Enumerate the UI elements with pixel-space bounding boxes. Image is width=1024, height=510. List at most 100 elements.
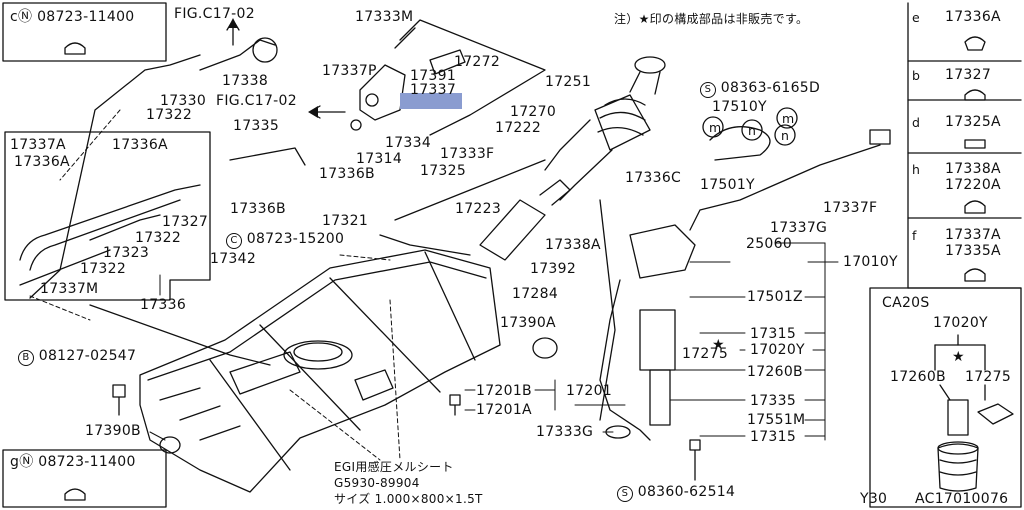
label-17335-a[interactable]: 17335: [233, 118, 280, 134]
label-17333M[interactable]: 17333M: [355, 9, 414, 25]
label-17315-a[interactable]: 17315: [750, 326, 797, 342]
label-17201[interactable]: 17201: [566, 383, 613, 399]
marker-s-08360: S: [617, 486, 633, 502]
label-17201B[interactable]: 17201B: [476, 383, 532, 399]
inset-part-17275[interactable]: 17275: [965, 369, 1012, 385]
legend-part-08723-bottom: 08723-11400: [38, 454, 136, 470]
legend-right-part-17336A[interactable]: 17336A: [945, 9, 1001, 25]
fig-ref-middle[interactable]: FIG.C17-02: [216, 93, 297, 109]
label-08127-02547[interactable]: B 08127-02547: [18, 349, 136, 366]
label-17010Y[interactable]: 17010Y: [843, 254, 898, 270]
label-17272[interactable]: 17272: [454, 54, 501, 70]
label-17390B[interactable]: 17390B: [85, 423, 141, 439]
label-17501Z[interactable]: 17501Z: [747, 289, 803, 305]
highlighted-part-marker: [400, 93, 462, 109]
hose-group-box: [4, 131, 211, 301]
label-17223[interactable]: 17223: [455, 201, 502, 217]
label-17336B[interactable]: 17336B: [319, 166, 375, 182]
label-17337P[interactable]: 17337P: [322, 63, 377, 79]
label-17333G[interactable]: 17333G: [536, 424, 594, 440]
callout-n-2: n: [748, 123, 757, 138]
inset-part-17260B[interactable]: 17260B: [890, 369, 946, 385]
label-17315-b[interactable]: 17315: [750, 429, 797, 445]
label-17501Y[interactable]: 17501Y: [700, 177, 755, 193]
hose-17335: [229, 147, 306, 166]
marker-b-08127: B: [18, 350, 34, 366]
label-17390A[interactable]: 17390A: [500, 315, 556, 331]
legend-right-part-17337A[interactable]: 17337A: [945, 227, 1001, 243]
legend-top-left: cⓃ 08723-11400: [10, 9, 135, 25]
label-17323[interactable]: 17323: [103, 245, 150, 261]
bracket-17391: [429, 49, 466, 75]
valve-17337P: [359, 64, 406, 121]
legend-right-part-17220A[interactable]: 17220A: [945, 177, 1001, 193]
label-08363-6165D[interactable]: S 08363-6165D: [700, 81, 820, 98]
egi-note-line3: サイズ 1.000×800×1.5T: [334, 492, 483, 506]
non-sale-note: 注）★印の構成部品は非販売です。: [614, 12, 809, 26]
label-17334[interactable]: 17334: [385, 135, 432, 151]
inset-part-17020Y[interactable]: 17020Y: [933, 315, 988, 331]
inset-box: [869, 287, 1022, 508]
label-17337M[interactable]: 17337M: [40, 281, 99, 297]
label-17330[interactable]: 17330: [160, 93, 207, 109]
label-17336A-left[interactable]: 17336A: [14, 154, 70, 170]
hose-17321: [379, 234, 471, 256]
label-17391[interactable]: 17391: [410, 68, 457, 84]
legend-right-marker-f: f: [912, 228, 917, 243]
label-17336B-left[interactable]: 17336B: [230, 201, 286, 217]
grommet-17390A: [532, 337, 558, 359]
label-17335-b[interactable]: 17335: [750, 393, 797, 409]
legend-box-bottom-left: [2, 449, 167, 508]
label-17337G[interactable]: 17337G: [770, 220, 828, 236]
label-17314[interactable]: 17314: [356, 151, 403, 167]
legend-right-part-17325A[interactable]: 17325A: [945, 114, 1001, 130]
label-17551M[interactable]: 17551M: [747, 412, 806, 428]
label-17322-b[interactable]: 17322: [135, 230, 182, 246]
legend-marker-c: c: [10, 9, 18, 25]
legend-right-marker-e: e: [912, 10, 920, 25]
callout-m-2: m: [709, 120, 722, 135]
label-17201A[interactable]: 17201A: [476, 402, 532, 418]
label-17336[interactable]: 17336: [140, 297, 187, 313]
label-17392[interactable]: 17392: [530, 261, 577, 277]
label-08360-62514[interactable]: S 08360-62514: [617, 485, 735, 502]
label-17222[interactable]: 17222: [495, 120, 542, 136]
label-17338[interactable]: 17338: [222, 73, 269, 89]
label-25060[interactable]: 25060: [746, 236, 793, 252]
inset-title: CA20S: [882, 295, 930, 311]
legend-right-marker-d: d: [912, 115, 921, 130]
label-17325[interactable]: 17325: [420, 163, 467, 179]
legend-bottom-left: gⓃ 08723-11400: [10, 454, 136, 470]
hose-17336A: [19, 184, 201, 261]
star-icon: ★: [712, 337, 725, 353]
label-17510Y[interactable]: 17510Y: [712, 99, 767, 115]
label-17251[interactable]: 17251: [545, 74, 592, 90]
label-17327[interactable]: 17327: [162, 214, 209, 230]
label-17020Y[interactable]: 17020Y: [750, 342, 805, 358]
hose-17501Y: [709, 126, 771, 161]
label-17322-c[interactable]: 17322: [80, 261, 127, 277]
label-17275[interactable]: 17275: [682, 346, 729, 362]
marker-c-08723-15200: C: [226, 233, 242, 249]
callout-m-1: m: [782, 111, 795, 126]
legend-right-part-17338A[interactable]: 17338A: [945, 161, 1001, 177]
label-17337[interactable]: 17337: [410, 82, 457, 98]
label-17337A[interactable]: 17337A: [10, 137, 66, 153]
label-17337F[interactable]: 17337F: [823, 200, 878, 216]
hose-17392: [599, 199, 616, 421]
label-17284[interactable]: 17284: [512, 286, 559, 302]
legend-right-part-17335A[interactable]: 17335A: [945, 243, 1001, 259]
label-17322-a[interactable]: 17322: [146, 107, 193, 123]
label-17270[interactable]: 17270: [510, 104, 557, 120]
label-08723-15200[interactable]: C 08723-15200: [226, 232, 344, 249]
label-17336C[interactable]: 17336C: [625, 170, 682, 186]
fig-ref-top[interactable]: FIG.C17-02: [174, 6, 255, 22]
label-17260B[interactable]: 17260B: [747, 364, 803, 380]
label-17342[interactable]: 17342: [210, 251, 257, 267]
label-17336A[interactable]: 17336A: [112, 137, 168, 153]
label-17338A[interactable]: 17338A: [545, 237, 601, 253]
label-17333F[interactable]: 17333F: [440, 146, 495, 162]
legend-right-part-17327[interactable]: 17327: [945, 67, 992, 83]
label-17321[interactable]: 17321: [322, 213, 369, 229]
